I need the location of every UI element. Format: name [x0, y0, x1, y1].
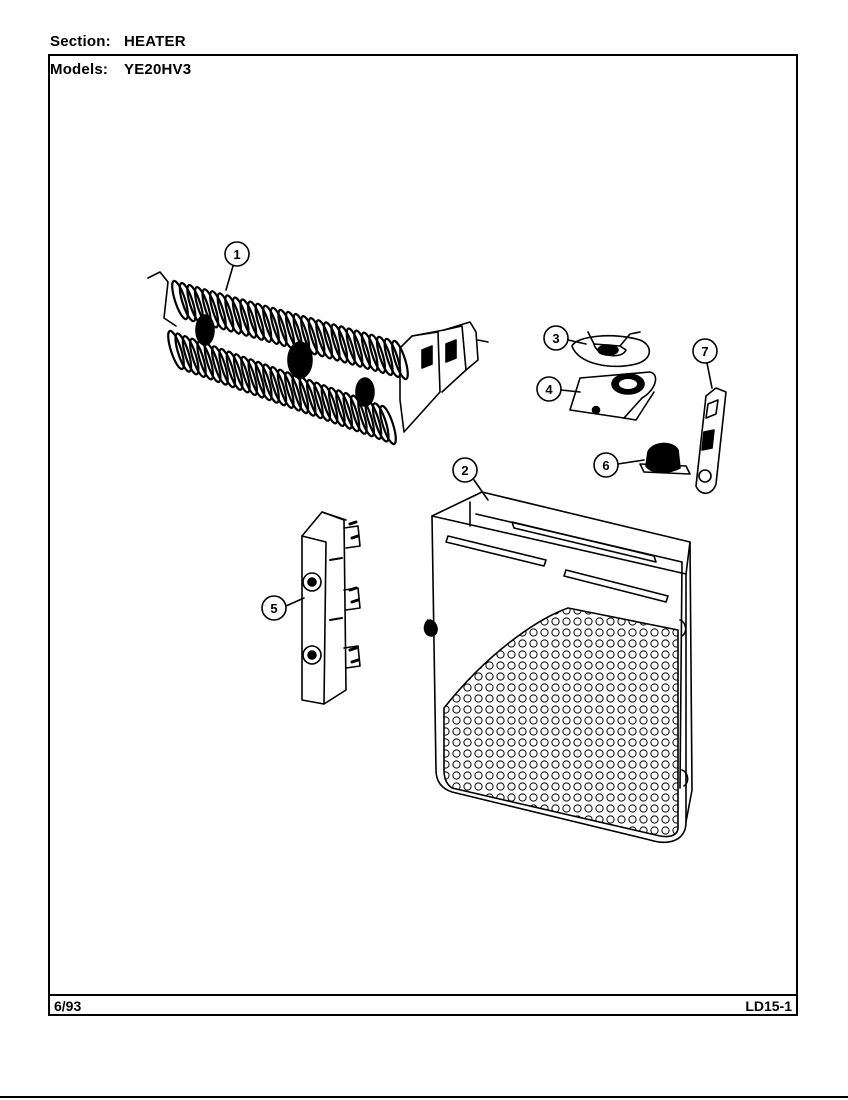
callout-label: 7	[701, 344, 708, 359]
models-label: Models:	[50, 61, 109, 78]
footer-date: 6/93	[54, 998, 82, 1014]
thermostat-icon	[571, 331, 651, 368]
diagram-frame	[48, 54, 798, 1016]
callout-label: 1	[233, 247, 240, 262]
callout-label: 4	[545, 382, 553, 397]
models-value: YE20HV3	[124, 61, 192, 78]
section-label: Section:	[50, 33, 111, 50]
callout-6: 6	[593, 452, 645, 478]
callout-7: 7	[692, 338, 718, 389]
bracket-icon	[569, 371, 657, 421]
section-line: Section: HEATER	[50, 33, 186, 50]
models-line: Models: YE20HV3	[50, 61, 191, 78]
section-value: HEATER	[124, 33, 186, 50]
callout-label: 5	[270, 601, 277, 616]
callout-5: 5	[261, 595, 305, 621]
heater-housing-icon	[423, 491, 693, 844]
page-bottom-rule	[0, 1096, 848, 1098]
callout-label: 2	[461, 463, 468, 478]
footer-code: LD15-1	[745, 998, 792, 1014]
callout-label: 3	[552, 331, 559, 346]
thermal-fuse-icon	[639, 442, 691, 475]
callout-1: 1	[224, 241, 250, 291]
mounting-plate-icon	[695, 387, 727, 495]
terminal-block-icon	[301, 511, 361, 705]
callout-2: 2	[452, 457, 489, 501]
callout-3: 3	[543, 325, 587, 351]
callout-label: 6	[602, 458, 609, 473]
heater-coil-icon	[147, 271, 489, 446]
footer-divider	[48, 994, 798, 996]
callout-4: 4	[536, 376, 581, 402]
